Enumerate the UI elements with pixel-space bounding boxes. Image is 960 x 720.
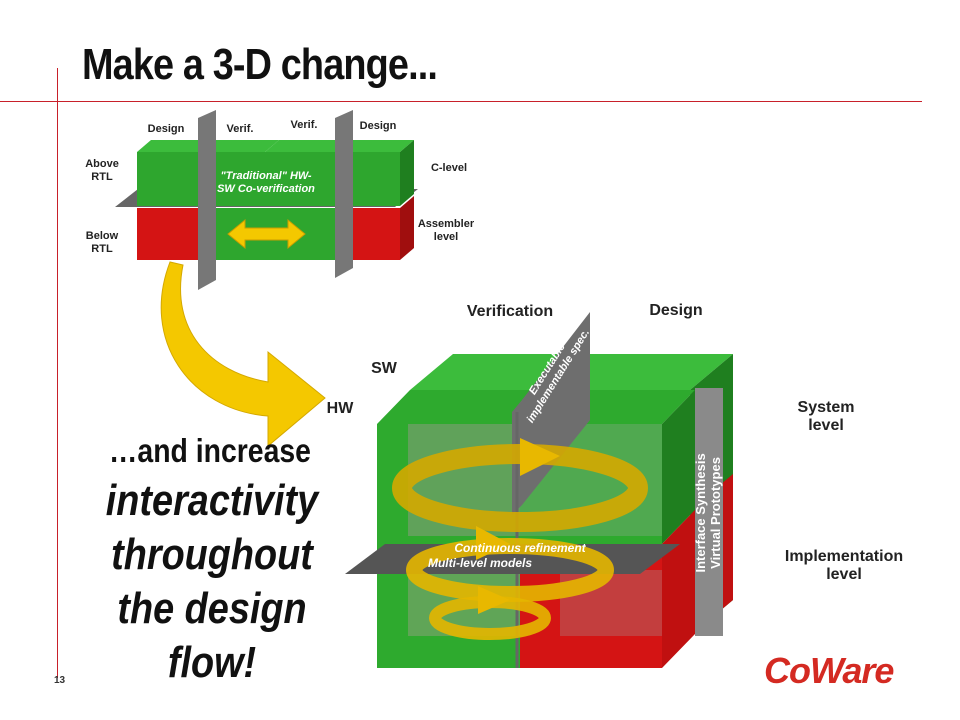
tagline-line-3: throughout (111, 530, 313, 579)
transition-arrow (160, 261, 326, 448)
col-label-design-2: Design (359, 120, 397, 132)
design-label: Design (649, 302, 703, 319)
col-label-verif-2: Verif. (290, 119, 318, 131)
title-underline (0, 101, 922, 102)
multi-level-models-label: Multi-level models (427, 556, 533, 570)
c-level-label: C-level (430, 162, 468, 174)
coware-logo: CoWare (764, 650, 894, 692)
logo-part-co: Co (764, 650, 811, 691)
left-margin-line (57, 68, 58, 678)
tagline-line-4: the design (117, 584, 307, 633)
traditional-coverification-label: "Traditional" HW-SW Co-verification (217, 170, 315, 195)
top-block (115, 110, 418, 290)
logo-part-ware: Ware (810, 650, 894, 691)
page-number: 13 (54, 675, 66, 686)
col-label-design-1: Design (147, 123, 185, 135)
tagline-line-5: flow! (167, 638, 257, 687)
tagline-line-2: interactivity (105, 476, 319, 525)
hw-label: HW (326, 400, 354, 417)
col-label-verif-1: Verif. (226, 123, 254, 135)
verification-label: Verification (466, 303, 554, 320)
continuous-refinement-label: Continuous refinement (454, 541, 586, 555)
main-cube (345, 312, 733, 668)
slide-title: Make a 3-D change... (82, 40, 438, 89)
tagline-line-1: …and increase (109, 432, 311, 469)
sw-label: SW (371, 360, 397, 377)
